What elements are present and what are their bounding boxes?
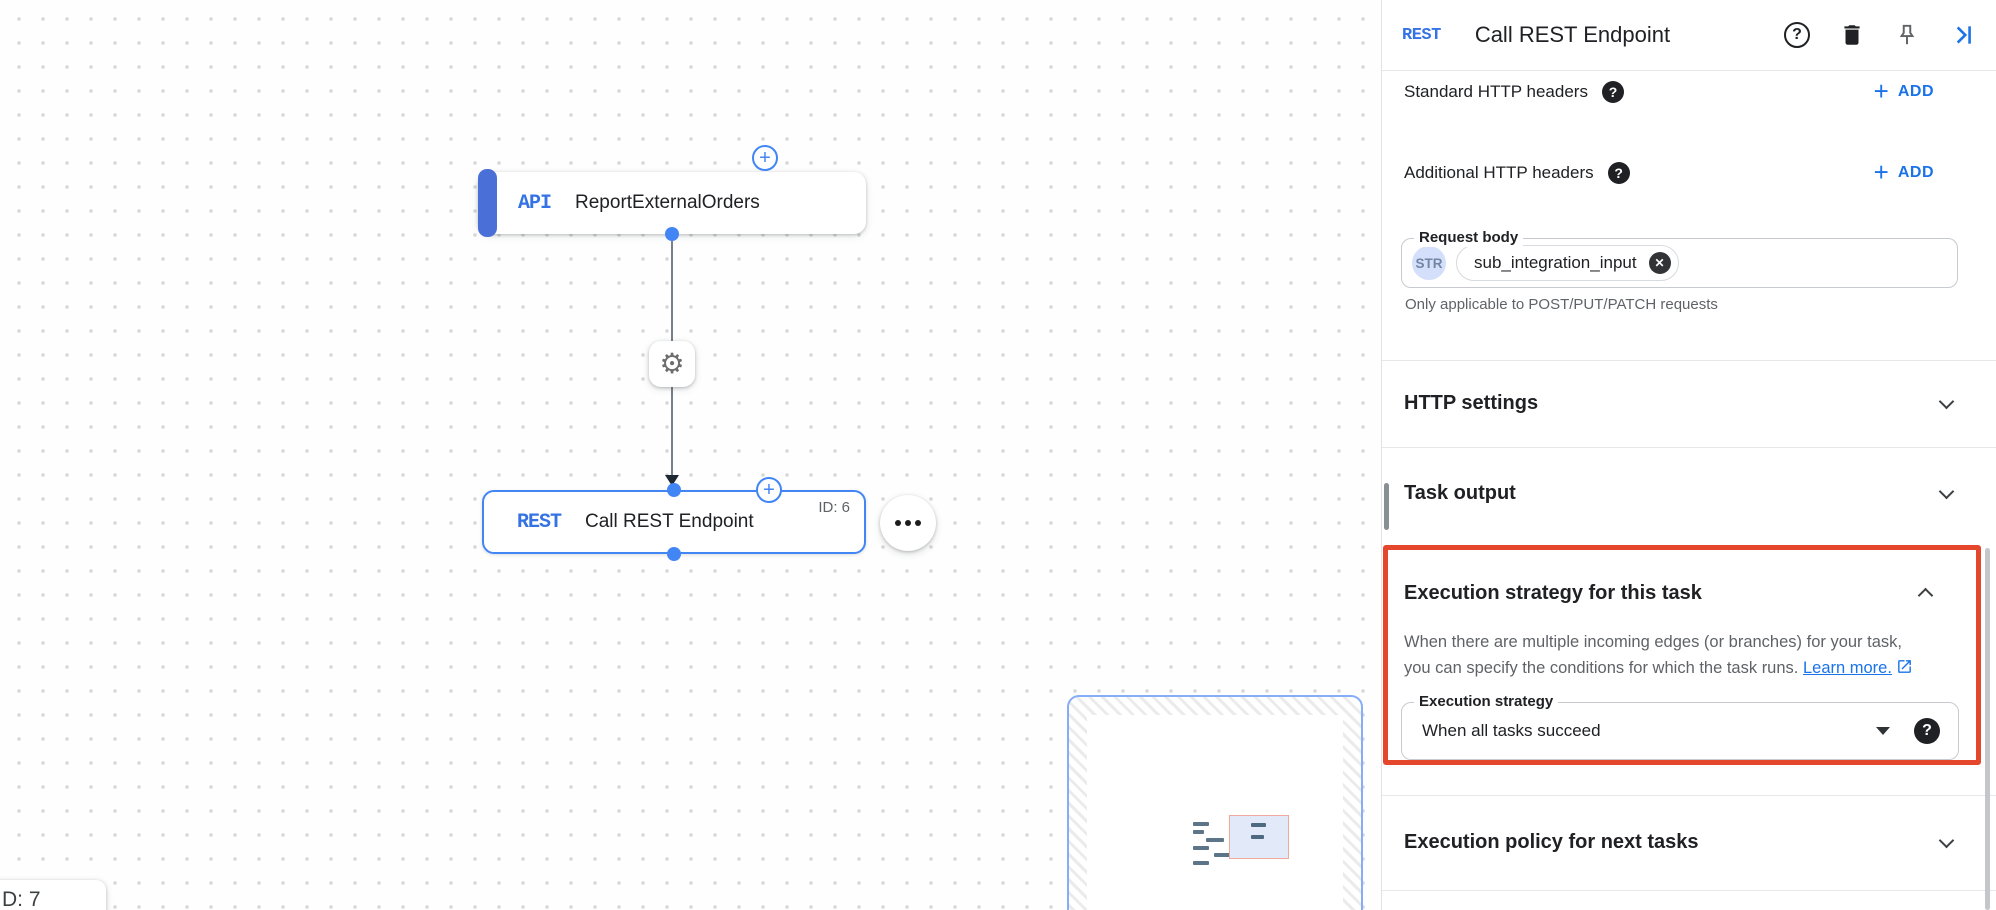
trigger-node-label: ReportExternalOrders [575, 192, 760, 213]
minimap-node-bar [1251, 823, 1266, 827]
minimap-node-bar [1206, 838, 1224, 842]
help-icon[interactable]: ? [1601, 81, 1624, 103]
additional-http-headers-label: Additional HTTP headers [1404, 163, 1594, 182]
rest-panel-badge: REST [1402, 25, 1441, 45]
add-standard-header-button[interactable]: + ADD [1873, 75, 1934, 106]
task-node-label: Call REST Endpoint [585, 511, 754, 532]
execution-policy-label: Execution policy for next tasks [1404, 831, 1699, 853]
gear-icon: ⚙ [659, 347, 685, 380]
string-type-badge: STR [1412, 246, 1446, 280]
task-node-call-rest-endpoint[interactable]: REST Call REST Endpoint ID: 6 + [482, 477, 866, 561]
standard-http-headers-label: Standard HTTP headers [1404, 82, 1588, 101]
task-id-badge: ID: 6 [818, 499, 850, 516]
chevron-down-icon [1938, 393, 1955, 409]
minimap-node-bar [1214, 853, 1231, 857]
http-settings-section[interactable]: HTTP settings [1382, 360, 1996, 447]
additional-http-headers-row: Additional HTTP headers ? + ADD [1404, 156, 1934, 190]
divider [1382, 360, 1996, 361]
minimap-node-bar [1193, 846, 1209, 850]
partial-node-id-badge: D: 7 [2, 888, 41, 910]
more-dots-icon [905, 520, 911, 526]
chevron-down-icon [1938, 483, 1955, 499]
request-body-value: sub_integration_input [1474, 253, 1637, 272]
standard-http-headers-row: Standard HTTP headers ? + ADD [1404, 75, 1934, 109]
divider [1382, 890, 1996, 891]
more-dots-icon [915, 520, 921, 526]
chevron-up-icon [1917, 587, 1934, 604]
request-body-field[interactable]: Request body STR sub_integration_input ✕ [1401, 229, 1958, 288]
request-body-label: Request body [1414, 229, 1524, 247]
chevron-down-icon [1938, 832, 1955, 848]
request-body-variable-chip[interactable]: sub_integration_input ✕ [1456, 245, 1679, 281]
http-settings-label: HTTP settings [1404, 392, 1539, 414]
minimap-node-bar [1193, 822, 1209, 826]
add-task-icon[interactable]: + [752, 145, 778, 171]
minimap-node-bar [1193, 861, 1209, 865]
request-body-helper-text: Only applicable to POST/PUT/PATCH reques… [1405, 296, 1718, 313]
panel-title: Call REST Endpoint [1474, 22, 1671, 47]
panel-header: REST Call REST Endpoint ? [1382, 0, 1996, 70]
execution-strategy-title: Execution strategy for this task [1404, 581, 1702, 604]
pin-icon[interactable] [1894, 22, 1920, 48]
divider [1382, 447, 1996, 448]
divider [1382, 795, 1996, 796]
edge-arrowhead-icon [665, 475, 679, 486]
partial-node[interactable]: D: 7 [0, 880, 106, 910]
execution-strategy-section[interactable]: Execution strategy for this task [1404, 576, 1934, 610]
learn-more-link[interactable]: Learn more. [1802, 659, 1892, 677]
dropdown-caret-icon [1876, 727, 1890, 735]
collapse-panel-icon[interactable] [1949, 22, 1975, 48]
help-icon[interactable]: ? [1914, 718, 1940, 744]
minimap-node-bar [1251, 835, 1264, 839]
trigger-output-port[interactable] [665, 227, 679, 241]
rest-task-badge: REST [517, 510, 562, 534]
panel-right-scrollbar-thumb[interactable] [1985, 548, 1990, 910]
execution-policy-section[interactable]: Execution policy for next tasks [1382, 795, 1996, 890]
divider [1382, 70, 1996, 71]
edge-config-button[interactable]: ⚙ [649, 341, 695, 387]
task-more-options-button[interactable] [880, 495, 936, 551]
trigger-accent-bar [478, 169, 497, 237]
help-icon[interactable]: ? [1607, 162, 1630, 184]
plus-icon: + [1873, 75, 1889, 106]
execution-strategy-highlight-box: Execution strategy for this task When th… [1383, 545, 1981, 765]
add-additional-header-button[interactable]: + ADD [1873, 156, 1934, 187]
api-trigger-badge: API [518, 191, 552, 215]
remove-variable-icon[interactable]: ✕ [1648, 252, 1671, 274]
execution-strategy-value: When all tasks succeed [1422, 721, 1601, 740]
config-panel: REST Call REST Endpoint ? Standard H [1381, 0, 1996, 910]
execution-strategy-field-label: Execution strategy [1414, 693, 1559, 711]
canvas-minimap[interactable] [1067, 695, 1363, 910]
add-task-icon[interactable]: + [756, 477, 782, 503]
minimap-viewport[interactable] [1229, 815, 1289, 859]
minimap-core [1087, 715, 1343, 910]
external-link-icon [1898, 660, 1911, 673]
help-icon[interactable]: ? [1784, 22, 1810, 48]
task-output-port[interactable] [667, 547, 681, 561]
task-output-section[interactable]: Task output [1382, 447, 1996, 540]
task-output-label: Task output [1404, 482, 1516, 504]
more-dots-icon [895, 520, 901, 526]
task-input-port[interactable] [667, 483, 681, 497]
trigger-node-report-external-orders[interactable]: API ReportExternalOrders + [478, 145, 866, 241]
execution-strategy-dropdown[interactable]: Execution strategy When all tasks succee… [1401, 693, 1959, 760]
minimap-node-bar [1193, 830, 1204, 834]
plus-icon: + [1873, 156, 1889, 187]
execution-strategy-description: When there are multiple incoming edges (… [1404, 629, 1913, 681]
delete-icon[interactable] [1839, 22, 1865, 48]
panel-left-scrollbar-thumb[interactable] [1384, 483, 1389, 530]
